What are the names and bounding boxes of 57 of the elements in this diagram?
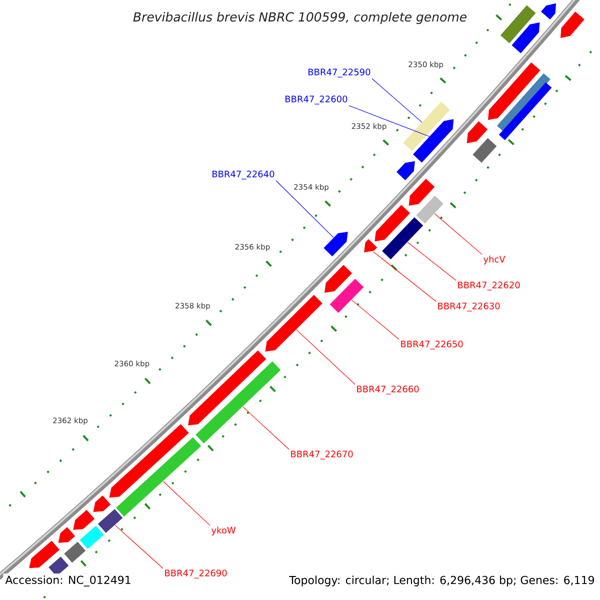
gene-block xyxy=(29,540,60,568)
gene-block xyxy=(324,232,348,256)
gene-label: BBR47_22590 xyxy=(308,68,370,78)
gene-block xyxy=(498,82,552,140)
gene-label: BBR47_22630 xyxy=(438,302,500,312)
leader-line xyxy=(276,180,334,238)
gene-label: BBR47_22640 xyxy=(212,170,274,180)
gene-block xyxy=(188,350,266,426)
info-text: Topology: circular; Length: 6,296,436 bp; Genes: 6,119 xyxy=(287,574,597,588)
leader-line xyxy=(373,251,436,302)
gene-block xyxy=(73,510,95,530)
leader-line xyxy=(351,300,400,340)
gene-block xyxy=(265,294,322,352)
gene-block xyxy=(403,102,450,152)
gene-block xyxy=(58,527,76,543)
gene-block xyxy=(330,278,364,313)
gene-label: BBR47_22620 xyxy=(458,282,520,290)
leader-line xyxy=(407,242,456,281)
gene-block xyxy=(196,361,281,444)
gene-block xyxy=(324,264,352,293)
gene-block xyxy=(472,138,497,163)
gene-block xyxy=(80,526,104,550)
leader-line xyxy=(348,105,430,137)
gene-block xyxy=(364,239,378,252)
gene-block xyxy=(466,121,488,144)
gene-block xyxy=(512,22,540,54)
gene-block xyxy=(64,542,86,563)
gene-label: ykoW xyxy=(211,526,236,536)
gene-block xyxy=(500,5,536,44)
gene-label: BBR47_22660 xyxy=(357,386,419,394)
gene-block xyxy=(374,204,410,242)
gene-block xyxy=(413,119,454,163)
gene-block xyxy=(116,437,202,517)
gene-label: BBR47_22650 xyxy=(401,340,463,350)
gene-block xyxy=(541,3,556,20)
title: Brevibacillus brevis NBRC 100599, complete genome xyxy=(133,12,466,24)
gene-block xyxy=(382,217,424,260)
gene-label: yhcV xyxy=(483,256,506,264)
gene-block xyxy=(109,424,189,498)
gene-label: BBR47_22600 xyxy=(286,96,348,104)
gene-block xyxy=(408,178,435,206)
leader-line xyxy=(296,329,356,385)
gene-label: BBR47_22670 xyxy=(291,450,353,460)
gene-block xyxy=(93,496,111,512)
gene-block xyxy=(98,508,123,533)
leader-line xyxy=(434,213,482,255)
leader-line xyxy=(162,481,210,526)
leader-line xyxy=(114,524,164,569)
gene-label: BBR47_22690 xyxy=(165,570,227,578)
gene-block xyxy=(48,556,69,576)
gene-block xyxy=(560,12,584,38)
leader-line xyxy=(242,406,290,450)
gene-block xyxy=(396,161,415,180)
gene-block xyxy=(416,196,444,224)
leader-line xyxy=(372,78,422,123)
info-text: Accession: NC_012491 xyxy=(3,574,134,588)
gene-block xyxy=(488,62,540,120)
